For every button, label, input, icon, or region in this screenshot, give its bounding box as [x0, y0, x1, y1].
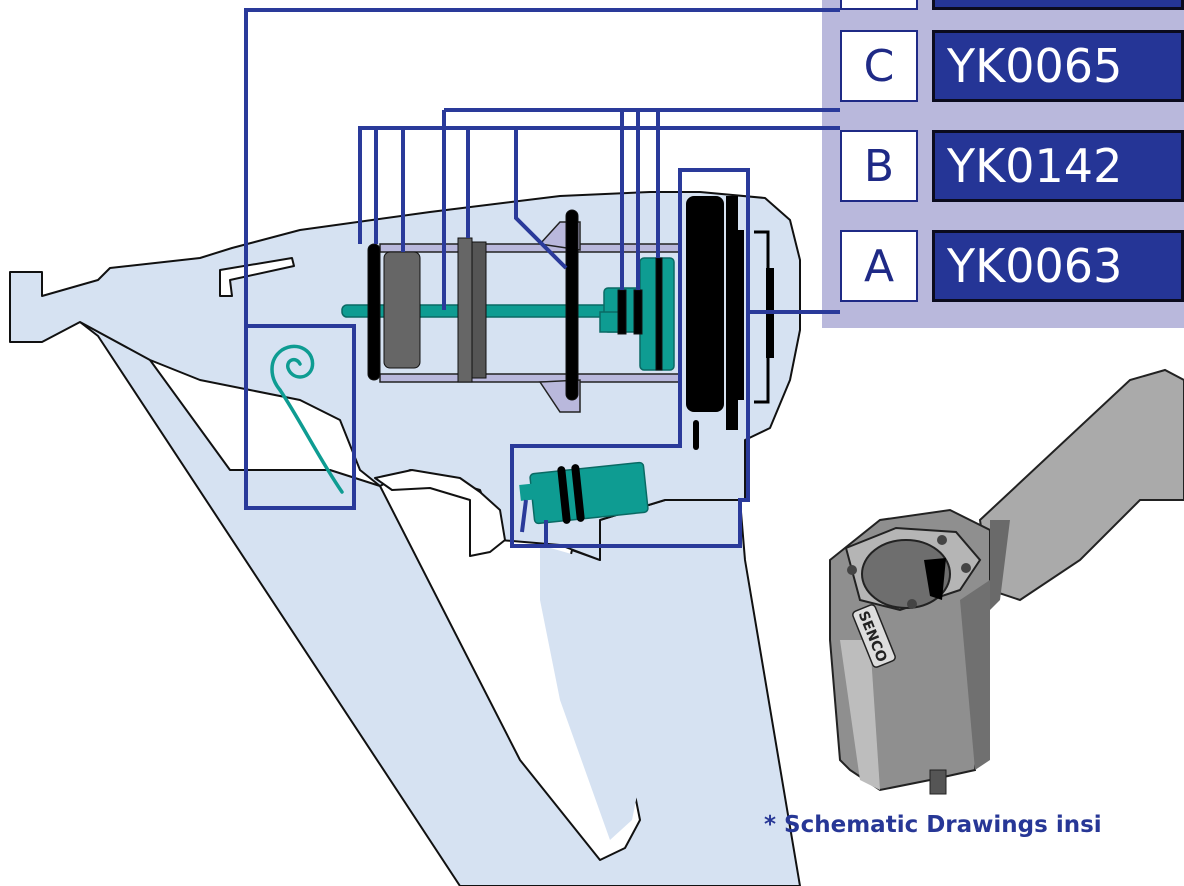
- kit-letter-a: A: [840, 230, 918, 302]
- spring-part: [270, 344, 344, 494]
- kit-code-top: [932, 0, 1184, 10]
- seals: [367, 209, 663, 401]
- cylinder-housing-product: SENCO: [829, 368, 1184, 795]
- kit-letter-b: B: [840, 130, 918, 202]
- kit-code-b: YK0142: [932, 130, 1184, 202]
- kit-letter-top: [840, 0, 918, 10]
- footnote-text: * Schematic Drawings insi: [764, 812, 1102, 838]
- head-valve: [686, 196, 774, 450]
- leader-lines: [244, 8, 840, 548]
- kit-code-c: YK0065: [932, 30, 1184, 102]
- kit-code-a: YK0063: [932, 230, 1184, 302]
- trigger-valve: [519, 461, 649, 525]
- kit-letter-c: C: [840, 30, 918, 102]
